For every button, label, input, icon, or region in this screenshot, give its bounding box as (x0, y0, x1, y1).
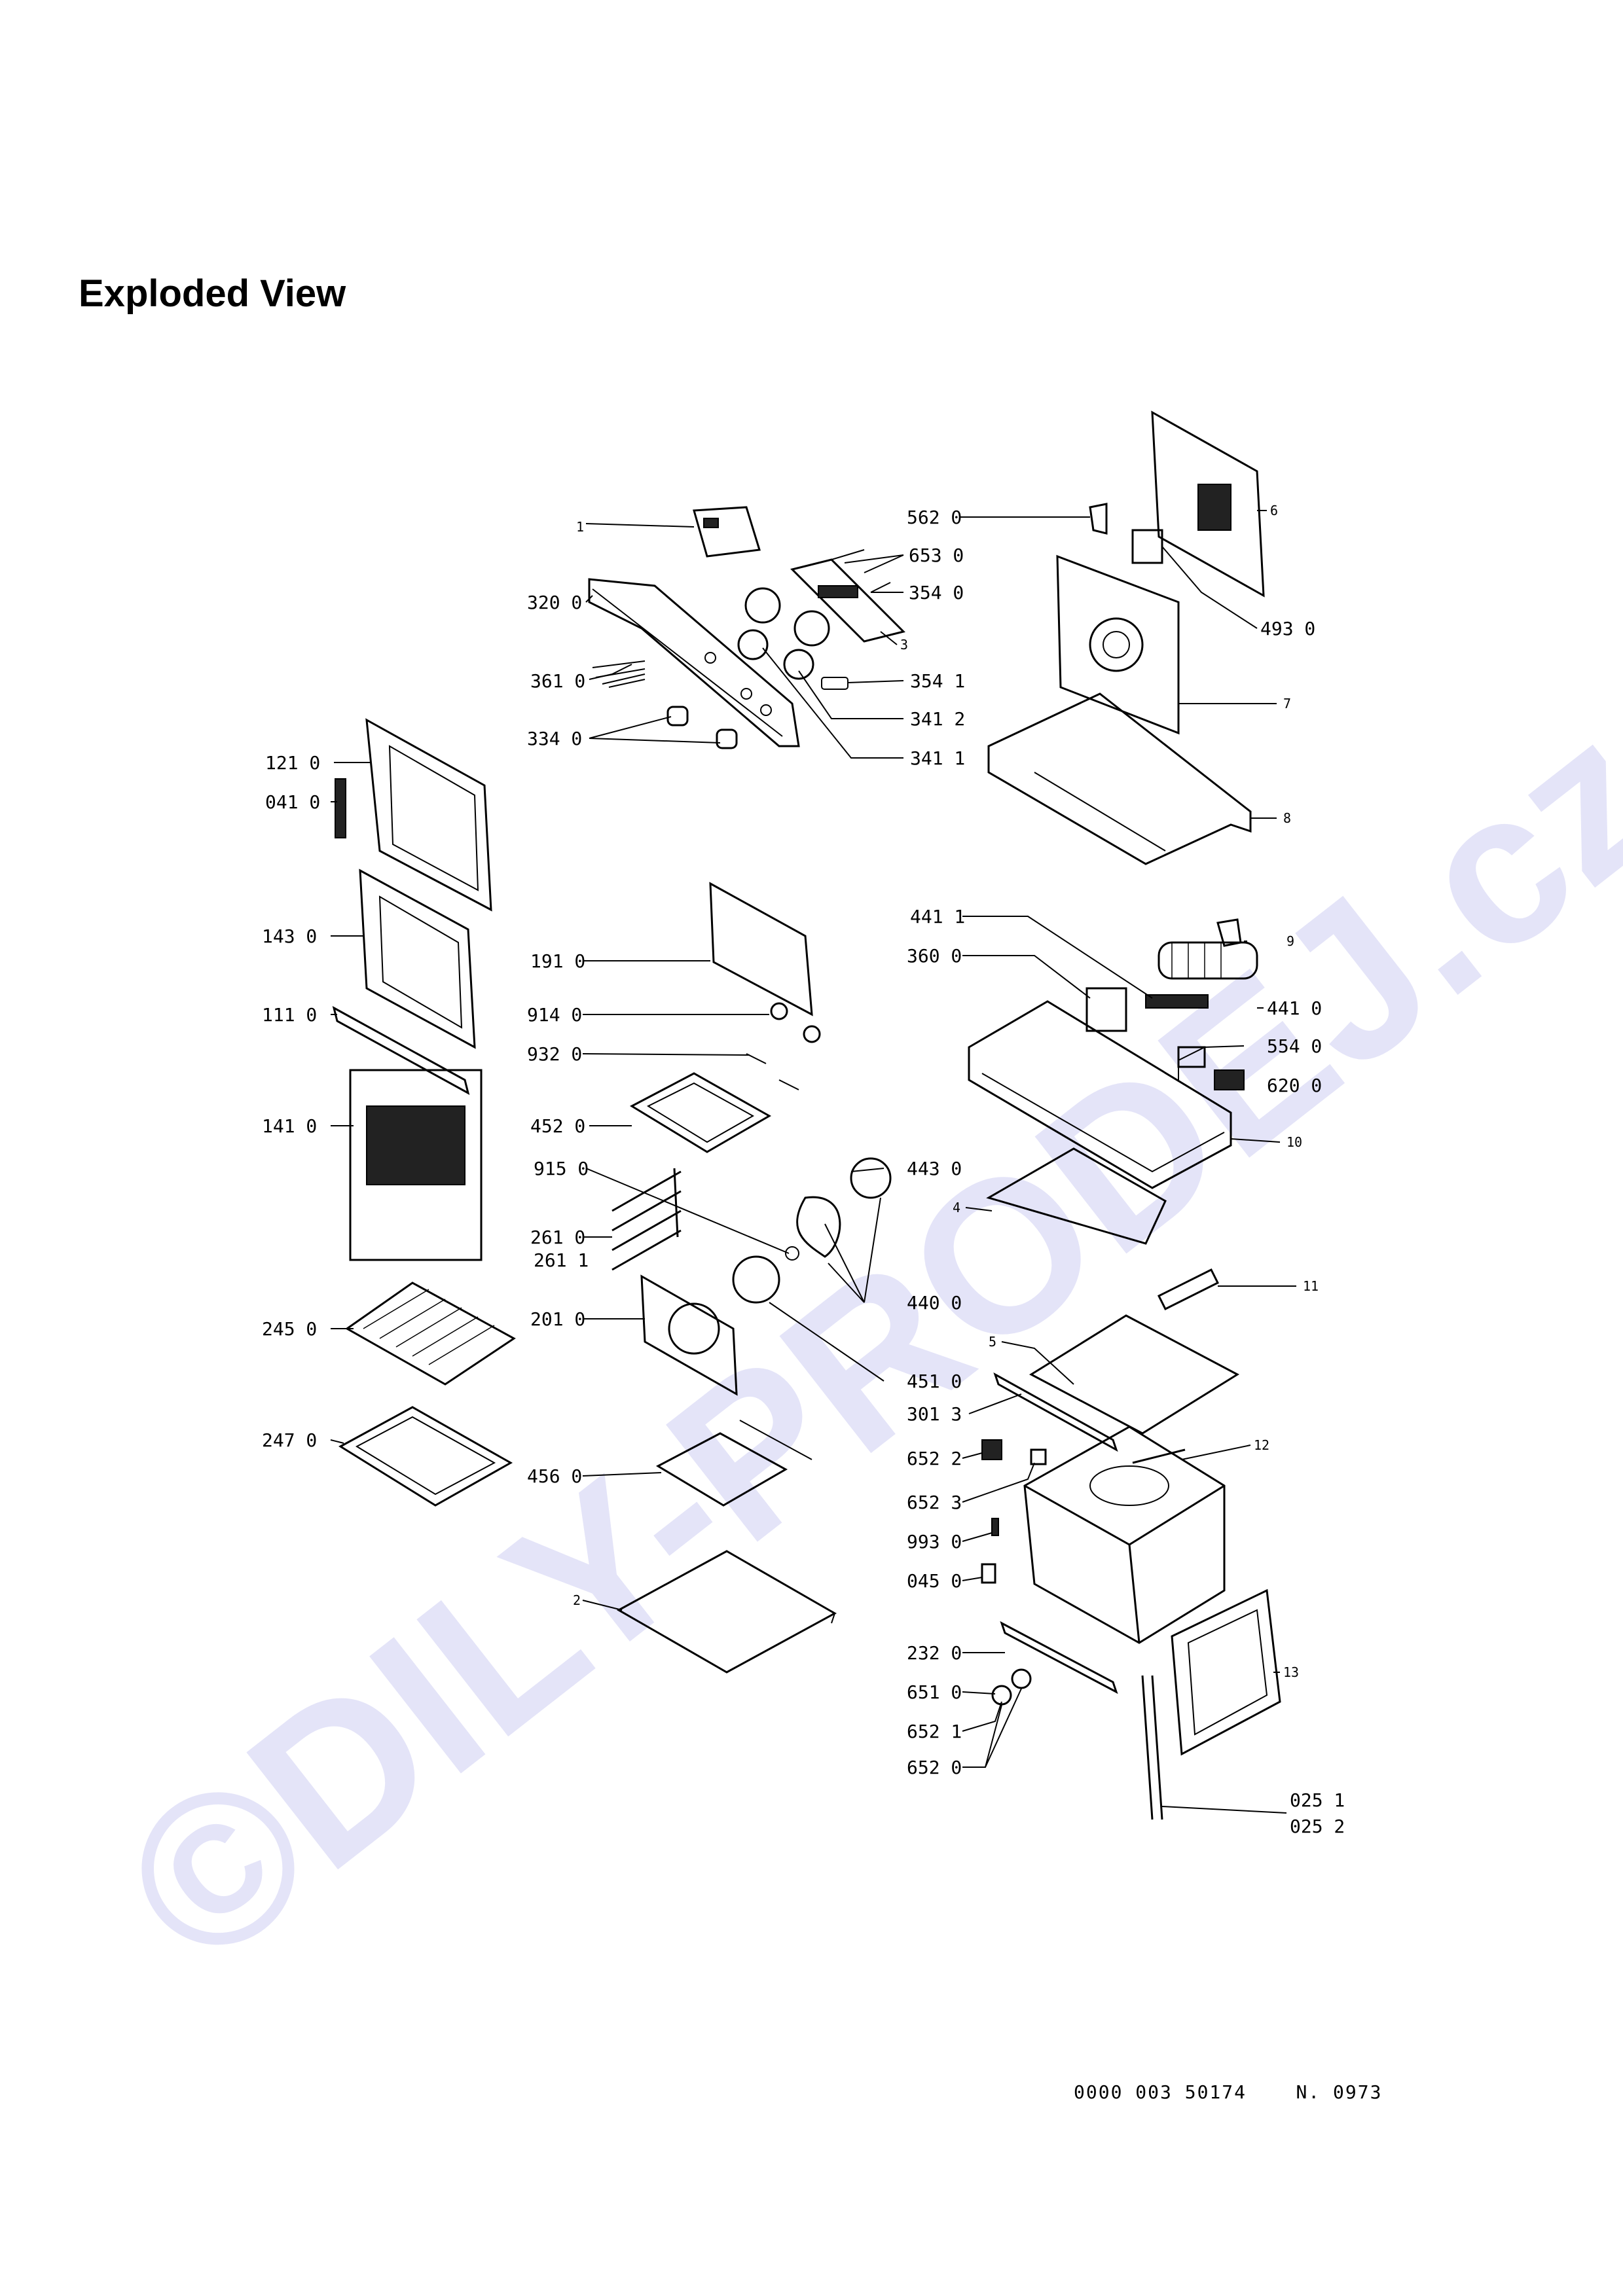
page-title: Exploded View (79, 272, 346, 315)
label-932-0: 932 0 (527, 1043, 582, 1065)
label-361-0: 361 0 (530, 670, 585, 692)
label-041-0: 041 0 (265, 791, 320, 813)
label-652-2: 652 2 (907, 1448, 962, 1469)
rear-panel-parts (987, 410, 1265, 865)
label-320-0: 320 0 (527, 592, 582, 613)
door-parts (332, 718, 516, 1507)
label-121-0: 121 0 (265, 752, 320, 774)
label-554-0: 554 0 (1267, 1035, 1322, 1057)
label-653-0: 653 0 (909, 545, 964, 566)
footer-code: 0000 003 50174 (1074, 2081, 1247, 2103)
label-441-0: 441 0 (1267, 997, 1322, 1019)
label-452-0: 452 0 (530, 1115, 585, 1137)
label-441-1: 441 1 (910, 906, 965, 927)
label-360-0: 360 0 (907, 945, 962, 967)
label-652-3: 652 3 (907, 1492, 962, 1513)
label-141-0: 141 0 (262, 1115, 317, 1137)
label-3: 3 (900, 637, 908, 653)
label-5: 5 (989, 1334, 996, 1350)
cavity-parts (611, 882, 892, 1674)
label-025-1: 025 1 (1290, 1789, 1345, 1811)
label-11: 11 (1303, 1278, 1319, 1294)
label-6: 6 (1270, 503, 1278, 518)
footer-number: N. 0973 (1296, 2081, 1383, 2103)
label-13: 13 (1283, 1664, 1299, 1680)
label-191-0: 191 0 (530, 950, 585, 972)
label-562-0: 562 0 (907, 507, 962, 528)
oven-box-parts (981, 1426, 1281, 1820)
label-341-2: 341 2 (910, 708, 965, 730)
footer: 0000 003 50174 N. 0973 (1074, 2081, 1382, 2103)
label-10: 10 (1286, 1134, 1302, 1150)
label-201-0: 201 0 (530, 1308, 585, 1330)
label-914-0: 914 0 (527, 1004, 582, 1026)
label-2: 2 (573, 1592, 581, 1608)
label-301-3: 301 3 (907, 1403, 962, 1425)
leader-lines (330, 510, 1296, 1814)
label-261-0: 261 0 (530, 1227, 585, 1248)
label-456-0: 456 0 (527, 1465, 582, 1487)
label-111-0: 111 0 (262, 1004, 317, 1026)
label-652-0: 652 0 (907, 1757, 962, 1778)
label-232-0: 232 0 (907, 1642, 962, 1664)
label-652-1: 652 1 (907, 1721, 962, 1742)
part-labels: 1 320 0 361 0 334 0 562 0 653 0 354 0 3 … (262, 503, 1345, 1837)
control-panel-parts (588, 506, 905, 749)
label-143-0: 143 0 (262, 925, 317, 947)
label-443-0: 443 0 (907, 1158, 962, 1179)
label-7: 7 (1283, 696, 1291, 711)
label-451-0: 451 0 (907, 1371, 962, 1392)
label-8: 8 (1283, 810, 1291, 826)
label-620-0: 620 0 (1267, 1075, 1322, 1096)
label-354-0: 354 0 (909, 582, 964, 603)
label-245-0: 245 0 (262, 1318, 317, 1340)
electrics-parts (968, 918, 1258, 1465)
label-354-1: 354 1 (910, 670, 965, 692)
label-4: 4 (953, 1200, 960, 1215)
label-440-0: 440 0 (907, 1292, 962, 1314)
label-261-1: 261 1 (534, 1249, 589, 1271)
label-651-0: 651 0 (907, 1681, 962, 1703)
label-025-2: 025 2 (1290, 1816, 1345, 1837)
label-993-0: 993 0 (907, 1531, 962, 1552)
label-1: 1 (576, 519, 584, 535)
label-045-0: 045 0 (907, 1570, 962, 1592)
label-334-0: 334 0 (527, 728, 582, 749)
label-341-1: 341 1 (910, 747, 965, 769)
label-493-0: 493 0 (1260, 618, 1315, 639)
label-9: 9 (1286, 933, 1294, 949)
label-12: 12 (1254, 1437, 1269, 1453)
label-915-0: 915 0 (534, 1158, 589, 1179)
label-247-0: 247 0 (262, 1429, 317, 1451)
